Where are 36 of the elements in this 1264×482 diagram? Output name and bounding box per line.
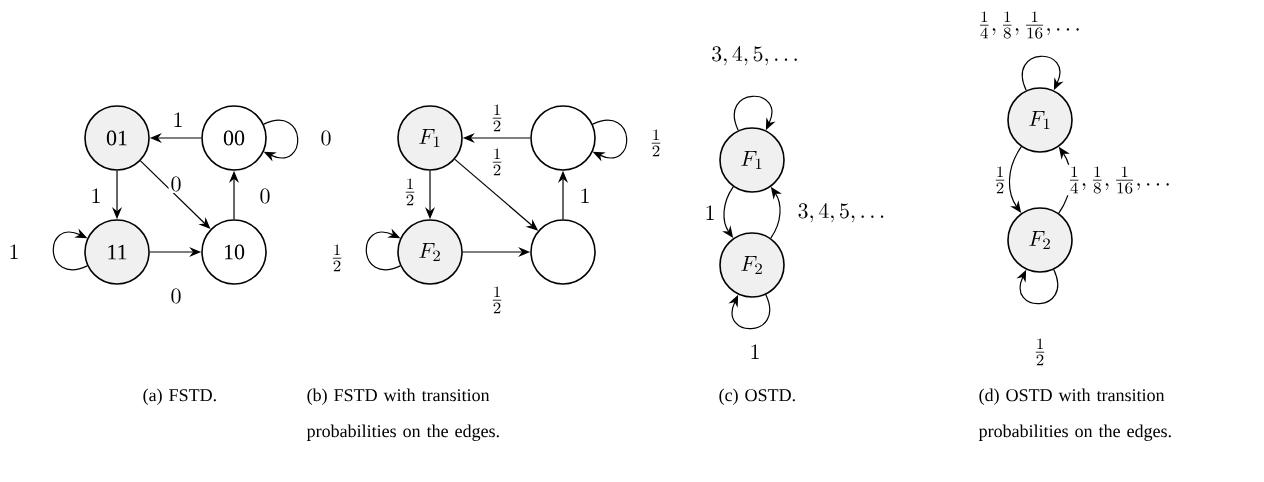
caption: (b) FSTD with transition probabilities on the edges. bbox=[306, 388, 499, 441]
arrow bbox=[728, 294, 771, 330]
caption: (c) OSTD. bbox=[719, 388, 795, 405]
state-circle bbox=[530, 105, 596, 171]
edge-label: $1$ bbox=[577, 186, 593, 206]
edge-label: $\frac{1}{2}$ bbox=[647, 127, 665, 159]
state-circle bbox=[530, 219, 596, 285]
edge-label: $1$ bbox=[6, 242, 22, 262]
arrow bbox=[1021, 55, 1064, 91]
edge-label: $3, 4, 5, \ldots$ bbox=[709, 44, 801, 68]
arrow bbox=[1016, 269, 1059, 305]
edge-label: $\frac{1}{4}, \frac{1}{8}, \frac{1}{16}, \ldots$ bbox=[1065, 164, 1173, 196]
edge-label: $\frac{1}{2}$ bbox=[488, 146, 506, 178]
edge-label: $1$ bbox=[702, 203, 718, 223]
arrow bbox=[592, 119, 628, 162]
edge-label: $1$ bbox=[747, 342, 763, 362]
edge-label: $0$ bbox=[168, 286, 184, 306]
caption: (d) OSTD with transition probabilities on the edges. bbox=[978, 388, 1171, 441]
arrow bbox=[52, 228, 88, 271]
edge-label: $\frac{1}{2}$ bbox=[488, 102, 506, 134]
edge-label: $0$ bbox=[168, 174, 184, 194]
edge-label: $\frac{1}{2}$ bbox=[1031, 336, 1049, 368]
edge-label: $\frac{1}{2}$ bbox=[401, 176, 419, 208]
edge-label: $\frac{1}{2}$ bbox=[991, 164, 1009, 196]
edge-label: $\frac{1}{2}$ bbox=[488, 284, 506, 316]
edge-label: $3, 4, 5, \ldots$ bbox=[795, 201, 888, 225]
arrow bbox=[263, 119, 299, 162]
arrow bbox=[733, 95, 776, 131]
arrow bbox=[365, 228, 401, 271]
edge-label: $0$ bbox=[318, 128, 334, 148]
edge-label: $\frac{1}{4}, \frac{1}{8}, \frac{1}{16}, \ldots$ bbox=[975, 9, 1083, 41]
edge-label: $0$ bbox=[257, 186, 273, 206]
caption: (a) FSTD. bbox=[143, 388, 216, 405]
edge-label: $1$ bbox=[170, 110, 186, 130]
edge-label: $1$ bbox=[88, 186, 104, 206]
edge-label: $\frac{1}{2}$ bbox=[328, 242, 346, 274]
